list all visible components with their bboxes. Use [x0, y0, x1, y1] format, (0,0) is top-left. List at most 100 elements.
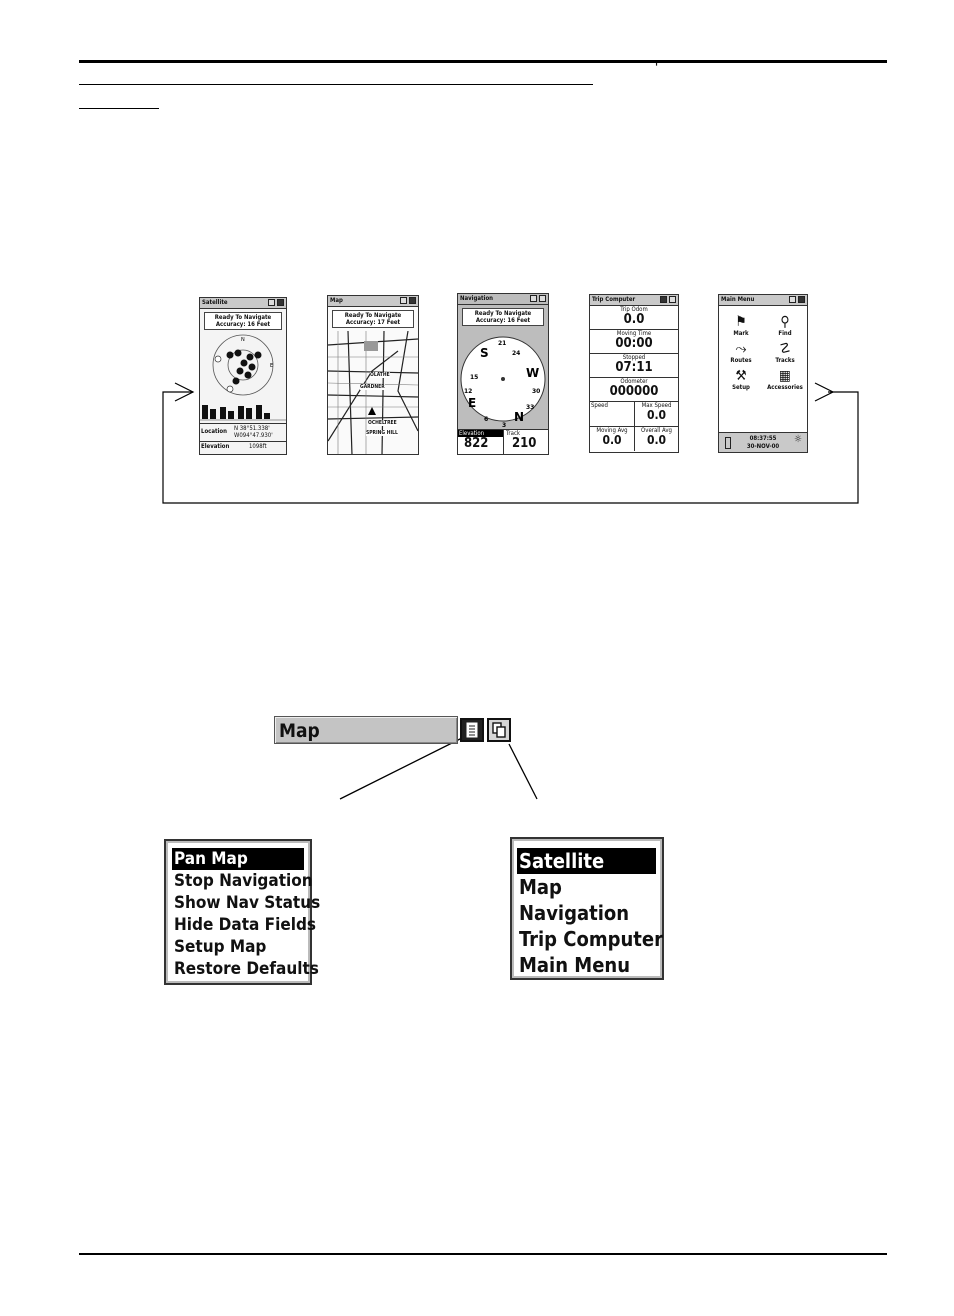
accessories-label: Accessories [767, 384, 803, 391]
navigation-title-bar: Navigation [458, 294, 548, 305]
battery-icon [725, 437, 731, 449]
screen-title: Navigation [460, 295, 494, 302]
menu-item-satellite[interactable]: Satellite [517, 848, 656, 874]
mark-item: ⚑ Mark [719, 314, 763, 337]
page-menu: Satellite Map Navigation Trip Computer M… [510, 837, 664, 980]
navigation-page-thumbnail: Navigation Ready To Navigate Accuracy: 1… [457, 293, 549, 455]
elevation-label: Elevation [458, 430, 503, 437]
routes-label: Routes [730, 357, 752, 364]
menu-icon [660, 296, 667, 303]
options-menu-button[interactable] [460, 718, 484, 742]
tracks-item: ☡ Tracks [763, 341, 807, 364]
map-page-thumbnail: Map Ready To Navigate Accuracy: 17 Feet … [327, 295, 419, 455]
menu-icon [268, 299, 275, 306]
map-label-gardner: GARDNER [360, 384, 385, 390]
odometer-field: Odometer 000000 [590, 378, 678, 402]
speed-field: Speed [590, 402, 635, 426]
location-lat: N 38°51.338' [234, 425, 270, 432]
moving-avg-field: Moving Avg 0.0 [590, 427, 635, 451]
tracks-icon: ☡ [779, 341, 791, 357]
track-value: 210 [512, 436, 537, 451]
elevation-row: Elevation 1098ft [200, 441, 286, 452]
svg-text:N: N [241, 337, 245, 343]
find-icon: ⚲ [780, 314, 790, 330]
svg-text:6: 6 [484, 416, 488, 423]
moving-avg-value: 0.0 [602, 433, 622, 447]
pages-icon [277, 299, 284, 306]
elevation-value: 1098ft [249, 443, 267, 450]
trip-computer-title-bar: Trip Computer [590, 295, 678, 306]
subheading-underline [79, 108, 159, 109]
options-menu-icon [466, 722, 478, 738]
map-label-oceltree: OCHELTREE [368, 420, 397, 426]
left-arrow-icon [174, 382, 195, 402]
compass-ring: S W E N 21 24 30 33 15 12 6 3 [460, 336, 546, 429]
max-speed-field: Max Speed 0.0 [635, 402, 678, 426]
menu-icon [530, 295, 537, 302]
menu-item-map[interactable]: Map [519, 875, 562, 899]
find-label: Find [778, 330, 792, 337]
accuracy-line: Accuracy: 17 Feet [345, 319, 401, 326]
track-field: Track 210 [504, 430, 548, 454]
setup-label: Setup [732, 384, 750, 391]
overall-avg-value: 0.0 [646, 433, 667, 447]
moving-avg-label: Moving Avg [596, 427, 628, 434]
accuracy-line: Accuracy: 16 Feet [475, 317, 531, 324]
satellite-title-bar: Satellite [200, 298, 286, 309]
menu-item-hide-data-fields[interactable]: Hide Data Fields [174, 915, 317, 935]
page-menu-button[interactable] [487, 718, 511, 742]
svg-text:12: 12 [464, 388, 472, 395]
menu-item-show-nav-status[interactable]: Show Nav Status [174, 893, 321, 913]
speed-row: Speed Max Speed 0.0 [590, 402, 678, 427]
satellite-page-thumbnail: Satellite Ready To Navigate Accuracy: 16… [199, 297, 287, 455]
main-menu-grid: ⚑ Mark ⚲ Find ⤳ Routes ☡ Tracks ⚒ Setup … [719, 306, 807, 391]
find-item: ⚲ Find [763, 314, 807, 337]
footer-rule [79, 1253, 887, 1255]
svg-text:E: E [468, 396, 476, 410]
menu-item-trip-computer[interactable]: Trip Computer [519, 927, 663, 951]
svg-text:3: 3 [502, 422, 506, 429]
status-box: Ready To Navigate Accuracy: 16 Feet [462, 308, 544, 326]
signal-strength-bars [200, 405, 286, 421]
heading-underline [79, 84, 593, 85]
menu-icon [400, 297, 407, 304]
main-menu-page-thumbnail: Main Menu ⚑ Mark ⚲ Find ⤳ Routes ☡ Track… [718, 294, 808, 453]
svg-text:30: 30 [532, 388, 540, 395]
location-coords: N 38°51.338' W094°47.930' [234, 424, 273, 441]
setup-item: ⚒ Setup [719, 368, 763, 391]
main-menu-title-bar: Main Menu [719, 295, 807, 306]
menu-item-navigation[interactable]: Navigation [519, 901, 630, 925]
status-box: Ready To Navigate Accuracy: 16 Feet [204, 312, 282, 330]
elevation-label: Elevation [201, 443, 230, 450]
overall-avg-label: Overall Avg [641, 427, 672, 434]
max-speed-value: 0.0 [646, 408, 667, 422]
callout-lines [339, 735, 538, 800]
overall-avg-field: Overall Avg 0.0 [635, 427, 678, 451]
map-title-bar: Map [328, 296, 418, 307]
svg-text:S: S [480, 346, 489, 360]
accessories-icon: ▦ [779, 368, 791, 384]
clock-date: 30-NOV-00 [746, 443, 780, 450]
menu-item-main-menu[interactable]: Main Menu [519, 953, 631, 977]
sky-view: N E [212, 334, 274, 396]
menu-item-pan-map[interactable]: Pan Map [172, 848, 304, 870]
routes-item: ⤳ Routes [719, 341, 763, 364]
svg-text:33: 33 [526, 404, 534, 411]
title-bar-closeup: Map [274, 716, 514, 744]
odometer-value: 000000 [609, 384, 659, 399]
svg-text:N: N [514, 410, 524, 424]
menu-item-stop-navigation[interactable]: Stop Navigation [174, 871, 313, 891]
pages-icon [798, 296, 805, 303]
menu-item-restore-defaults[interactable]: Restore Defaults [174, 959, 319, 979]
location-row: Location N 38°51.338' W094°47.930' [200, 423, 286, 441]
max-speed-label: Max Speed [641, 402, 672, 409]
map-label-spring-hill: SPRING HILL [366, 430, 398, 436]
pages-icon [409, 297, 416, 304]
moving-time-field: Moving Time 00:00 [590, 330, 678, 354]
elevation-field: Elevation 822 [458, 430, 504, 454]
map-roads [328, 331, 418, 454]
menu-item-setup-map[interactable]: Setup Map [174, 937, 267, 957]
svg-text:E: E [270, 363, 273, 369]
navigation-data-row: Elevation 822 Track 210 [458, 429, 548, 454]
elevation-value: 822 [464, 436, 489, 451]
